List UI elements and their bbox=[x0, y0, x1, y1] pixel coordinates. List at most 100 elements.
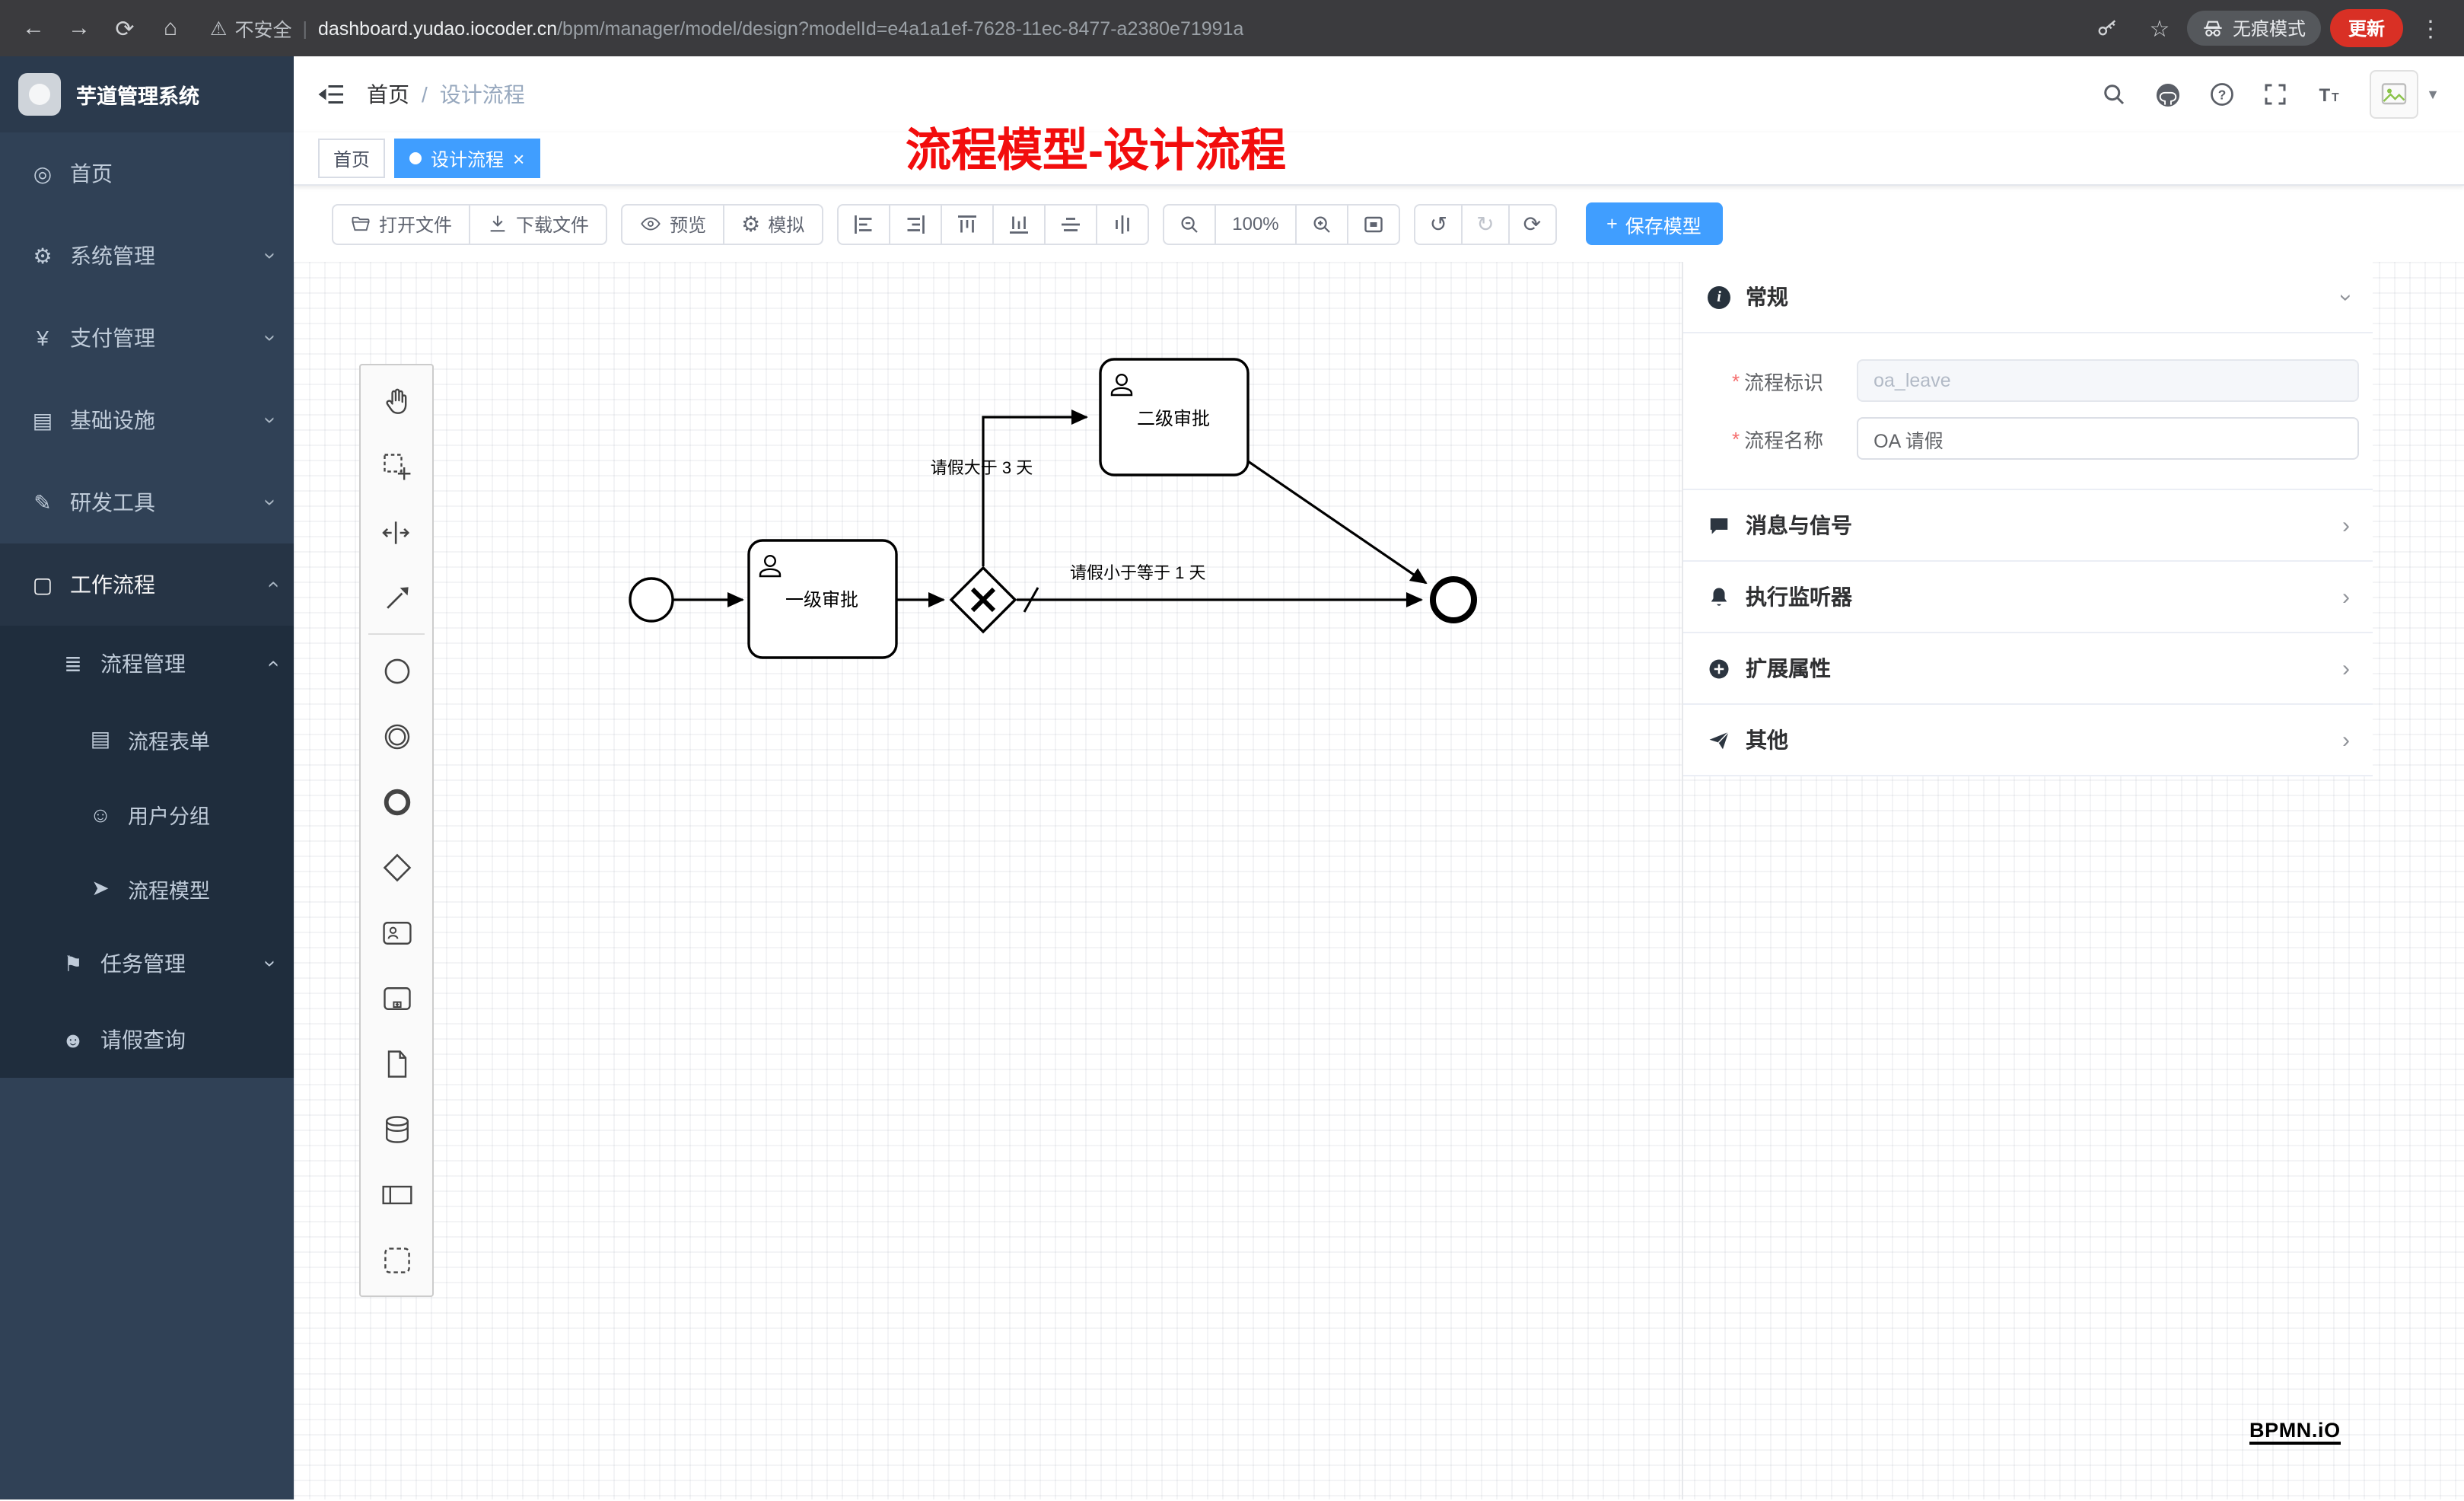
zoom-out-button[interactable] bbox=[1162, 203, 1215, 244]
info-icon: i bbox=[1708, 285, 1730, 308]
process-name-input[interactable] bbox=[1857, 417, 2359, 460]
browser-reload-icon[interactable]: ⟳ bbox=[107, 14, 143, 42]
start-event-icon[interactable] bbox=[361, 638, 432, 703]
browser-forward-icon[interactable]: → bbox=[61, 15, 97, 41]
sidebar-item-task-management[interactable]: ⚑ 任务管理 › bbox=[0, 926, 294, 1002]
participant-icon[interactable] bbox=[361, 1162, 432, 1227]
section-other[interactable]: 其他 › bbox=[1683, 705, 2373, 776]
section-execution-listener[interactable]: 执行监听器 › bbox=[1683, 562, 2373, 633]
sequence-flow-gateway-to-task2[interactable]: 请假大于 3 天 bbox=[931, 417, 1087, 566]
designer-toolbar: 打开文件 下载文件 预览 ⚙ bbox=[294, 186, 2464, 262]
align-top-button[interactable] bbox=[940, 203, 993, 244]
data-object-icon[interactable] bbox=[361, 1031, 432, 1096]
end-event-icon[interactable] bbox=[361, 769, 432, 834]
browser-menu-icon[interactable]: ⋮ bbox=[2412, 14, 2449, 42]
sequence-flow-task2-to-end[interactable] bbox=[1248, 461, 1426, 583]
sidebar-item-leave-query[interactable]: ☻ 请假查询 bbox=[0, 1002, 294, 1078]
align-right-button[interactable] bbox=[888, 203, 941, 244]
sidebar-item-process-management[interactable]: ≣ 流程管理 › bbox=[0, 626, 294, 702]
sidebar-item-label: 支付管理 bbox=[70, 323, 155, 353]
restart-button[interactable]: ⟳ bbox=[1508, 203, 1556, 244]
fullscreen-icon[interactable] bbox=[2262, 81, 2289, 108]
intermediate-event-icon[interactable] bbox=[361, 703, 432, 769]
undo-button[interactable]: ↺ bbox=[1415, 203, 1463, 244]
sidebar-item-process-form[interactable]: ▤ 流程表单 bbox=[0, 702, 294, 776]
help-icon[interactable]: ? bbox=[2208, 81, 2236, 108]
data-store-icon[interactable] bbox=[361, 1096, 432, 1162]
user-avatar[interactable]: ▼ bbox=[2370, 70, 2440, 119]
hand-tool-icon[interactable] bbox=[361, 368, 432, 434]
browser-update-button[interactable]: 更新 bbox=[2330, 9, 2403, 47]
sidebar-item-devtools[interactable]: ✎ 研发工具 › bbox=[0, 461, 294, 543]
user-task-level1[interactable]: 一级审批 bbox=[749, 540, 896, 658]
redo-button[interactable]: ↻ bbox=[1461, 203, 1509, 244]
section-message-signal[interactable]: 消息与信号 › bbox=[1683, 490, 2373, 562]
process-management-icon: ≣ bbox=[61, 651, 85, 677]
zoom-level[interactable]: 100% bbox=[1214, 203, 1297, 244]
security-label[interactable]: 不安全 bbox=[234, 14, 291, 43]
zoom-in-button[interactable] bbox=[1296, 203, 1349, 244]
bookmark-star-icon[interactable]: ☆ bbox=[2141, 14, 2178, 42]
infrastructure-icon: ▤ bbox=[30, 407, 55, 433]
open-file-button[interactable]: 打开文件 bbox=[332, 203, 470, 244]
align-horizontal-center-button[interactable] bbox=[1043, 203, 1097, 244]
preview-button[interactable]: 预览 bbox=[621, 203, 724, 244]
section-title: 执行监听器 bbox=[1746, 582, 1852, 612]
section-title: 消息与信号 bbox=[1746, 510, 1852, 540]
global-connect-tool-icon[interactable] bbox=[361, 565, 432, 630]
flow-label-gt3[interactable]: 请假大于 3 天 bbox=[931, 458, 1033, 477]
simulate-button[interactable]: ⚙ 模拟 bbox=[723, 203, 823, 244]
chevron-up-icon: › bbox=[259, 581, 284, 588]
required-mark: * bbox=[1732, 369, 1740, 392]
lasso-tool-icon[interactable] bbox=[361, 434, 432, 499]
breadcrumb-home[interactable]: 首页 bbox=[367, 79, 409, 110]
font-size-icon[interactable]: TT bbox=[2315, 81, 2344, 108]
align-vertical-center-button[interactable] bbox=[1095, 203, 1148, 244]
browser-home-icon[interactable]: ⌂ bbox=[152, 15, 189, 41]
sidebar-item-label: 用户分组 bbox=[128, 798, 210, 829]
download-file-button[interactable]: 下载文件 bbox=[469, 203, 607, 244]
align-bottom-button[interactable] bbox=[992, 203, 1045, 244]
sequence-flow-gateway-to-end[interactable]: 请假小于等于 1 天 bbox=[1017, 563, 1421, 612]
browser-back-icon[interactable]: ← bbox=[15, 15, 52, 41]
task-management-icon: ⚑ bbox=[61, 951, 85, 977]
bpmn-canvas[interactable]: 请假大于 3 天 请假小于等于 1 天 bbox=[294, 262, 2464, 1499]
save-model-button[interactable]: + 保存模型 bbox=[1585, 202, 1723, 245]
align-left-button[interactable] bbox=[836, 203, 890, 244]
github-icon[interactable] bbox=[2154, 80, 2182, 109]
group-icon[interactable] bbox=[361, 1227, 432, 1292]
bpmn-diagram: 请假大于 3 天 请假小于等于 1 天 bbox=[294, 262, 1682, 1501]
zoom-reset-button[interactable] bbox=[1348, 203, 1401, 244]
process-key-input[interactable] bbox=[1857, 359, 2359, 402]
app-logo-row[interactable]: 芋道管理系统 bbox=[0, 56, 294, 132]
sidebar-item-home[interactable]: ◎ 首页 bbox=[0, 132, 294, 215]
subprocess-icon[interactable] bbox=[361, 965, 432, 1031]
start-event[interactable] bbox=[630, 578, 673, 621]
sidebar-item-user-group[interactable]: ☺ 用户分组 bbox=[0, 776, 294, 851]
download-file-label: 下载文件 bbox=[516, 211, 589, 237]
search-icon[interactable] bbox=[2100, 81, 2128, 108]
general-section-title: 常规 bbox=[1746, 282, 1788, 312]
tag-close-icon[interactable]: × bbox=[513, 148, 524, 168]
incognito-badge: 无痕模式 bbox=[2187, 11, 2321, 46]
tag-design-process[interactable]: 设计流程 × bbox=[394, 139, 540, 178]
sidebar-item-system[interactable]: ⚙ 系统管理 › bbox=[0, 215, 294, 297]
user-task-icon[interactable] bbox=[361, 900, 432, 965]
password-key-icon[interactable] bbox=[2096, 16, 2132, 40]
user-task-level2[interactable]: 二级审批 bbox=[1100, 359, 1248, 475]
sidebar-fold-icon[interactable] bbox=[318, 81, 345, 108]
tag-home[interactable]: 首页 bbox=[318, 139, 385, 178]
end-event[interactable] bbox=[1433, 579, 1474, 620]
sidebar-item-payment[interactable]: ¥ 支付管理 › bbox=[0, 297, 294, 379]
exclusive-gateway[interactable] bbox=[951, 568, 1015, 632]
gateway-icon[interactable] bbox=[361, 834, 432, 900]
section-extended-attributes[interactable]: 扩展属性 › bbox=[1683, 633, 2373, 705]
sidebar-item-infrastructure[interactable]: ▤ 基础设施 › bbox=[0, 379, 294, 461]
sidebar-item-workflow[interactable]: ▢ 工作流程 › bbox=[0, 543, 294, 626]
flow-label-le1[interactable]: 请假小于等于 1 天 bbox=[1070, 563, 1205, 582]
general-section-header[interactable]: i 常规 › bbox=[1683, 262, 2373, 333]
space-tool-icon[interactable] bbox=[361, 499, 432, 565]
sidebar-item-label: 系统管理 bbox=[70, 241, 155, 271]
sidebar-item-process-model[interactable]: ➤ 流程模型 bbox=[0, 851, 294, 926]
address-bar[interactable]: ⚠ 不安全 | dashboard.yudao.iocoder.cn/bpm/m… bbox=[210, 14, 2074, 43]
